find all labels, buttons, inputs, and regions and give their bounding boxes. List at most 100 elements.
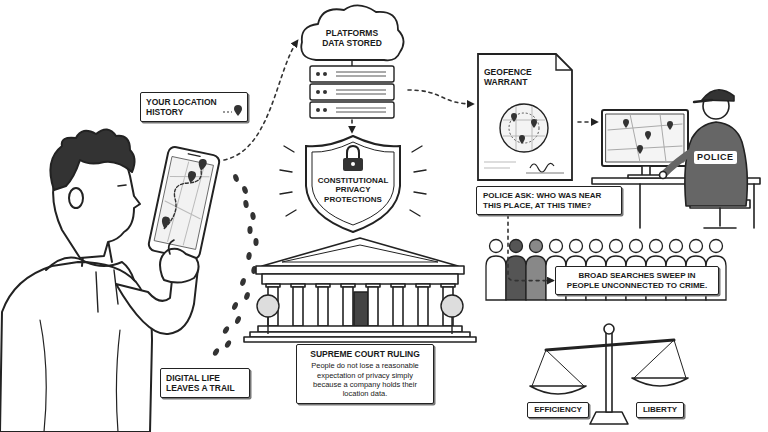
police-desk <box>667 121 673 130</box>
footprints <box>234 315 242 324</box>
cloud-text: PLATFORMS DATA STORED <box>316 28 388 48</box>
police-desk <box>637 145 643 154</box>
footprints <box>247 226 252 234</box>
trees <box>257 295 463 334</box>
shield-outline <box>306 136 400 232</box>
police-officer <box>685 122 747 206</box>
caption-box: DIGITAL LIFE LEAVES A TRAIL <box>160 368 250 398</box>
crowd <box>530 240 543 253</box>
scale-label-box: LIBERTY <box>636 402 684 418</box>
police-officer <box>664 150 694 174</box>
cloud-outline <box>296 2 408 120</box>
warrant-outline <box>530 163 554 172</box>
crowd <box>486 256 506 300</box>
connector-arrow <box>351 120 353 133</box>
person-figure <box>160 249 199 283</box>
crowd <box>650 240 663 253</box>
person-figure <box>69 188 83 208</box>
footprints <box>243 200 250 209</box>
text-area: PLATFORMS DATA STORED <box>316 20 388 56</box>
callout-box: YOUR LOCATION HISTORY <box>140 92 248 122</box>
shield-outline <box>343 158 363 171</box>
crowd <box>490 240 503 253</box>
court-building <box>244 238 476 342</box>
badge-text: POLICE <box>697 152 734 163</box>
person-figure <box>118 185 126 186</box>
scales <box>530 386 586 394</box>
question-text: POLICE ASK: WHO WAS NEAR THIS PLACE, AT … <box>483 191 615 210</box>
footprints <box>241 185 249 194</box>
shield-outline <box>347 146 359 158</box>
ruling-box: SUPREME COURT RULING People do not lose a… <box>296 344 434 404</box>
court-building <box>244 337 476 342</box>
text-area: CONSTITUTIONAL PRIVACY PROTECTIONS <box>312 174 394 206</box>
person-figure <box>155 157 214 250</box>
footprints <box>232 173 240 182</box>
ruling-heading: SUPREME COURT RULING <box>303 349 427 359</box>
scale-label: LIBERTY <box>643 405 677 415</box>
person-figure <box>148 146 221 260</box>
police-desk <box>628 175 664 178</box>
person-figure <box>50 129 134 190</box>
court-building <box>262 274 458 284</box>
person-figure <box>46 258 134 281</box>
connector-arrow <box>408 90 474 104</box>
scales <box>530 324 688 424</box>
court-building <box>256 266 464 274</box>
callout-text: YOUR LOCATION HISTORY <box>146 97 223 117</box>
police-officer <box>704 208 736 228</box>
warrant-document: GEOFENCE WARRANT <box>476 52 574 182</box>
crowd <box>610 240 623 253</box>
cloud-outline <box>301 5 403 60</box>
warrant-title: GEOFENCE WARRANT <box>484 67 554 87</box>
pin-icon <box>223 104 243 117</box>
warrant-outline <box>503 106 545 150</box>
ruling-body: People do not lose a reasonable expectat… <box>303 361 427 399</box>
police-officer <box>660 90 751 228</box>
pin-icon <box>234 105 242 116</box>
cloud-outline <box>316 108 320 112</box>
court-building <box>418 287 428 326</box>
person-figure <box>169 240 174 254</box>
court-building <box>318 287 328 326</box>
court-building <box>368 287 378 326</box>
warrant-outline <box>484 162 516 168</box>
police-desk <box>602 110 688 166</box>
scales <box>632 378 688 386</box>
cloud-outline <box>316 72 327 112</box>
cloud-outline <box>310 66 394 118</box>
note-box: BROAD SEARCHES SWEEP IN PEOPLE UNCONNECT… <box>555 266 719 295</box>
police-officer <box>694 100 712 102</box>
footprints <box>212 347 221 357</box>
court-building <box>258 326 462 332</box>
scale-label: EFFICIENCY <box>534 405 582 415</box>
warrant-outline <box>509 113 539 143</box>
warrant-outline <box>556 54 572 70</box>
cloud-outline <box>310 66 394 82</box>
court-building <box>393 287 403 326</box>
footprints <box>222 325 231 335</box>
cloud-outline <box>310 102 394 118</box>
person-figure <box>164 166 202 234</box>
note-text: BROAD SEARCHES SWEEP IN PEOPLE UNCONNECT… <box>562 271 712 290</box>
person-figure <box>197 158 207 171</box>
warrant-arrow <box>578 121 598 123</box>
footprints <box>224 339 233 349</box>
warrant-outline <box>526 173 564 174</box>
court-building <box>262 238 458 266</box>
footprints <box>250 212 257 221</box>
crowd <box>486 240 726 301</box>
person-figure <box>188 154 200 156</box>
court-building <box>343 287 353 326</box>
crowd <box>710 240 723 253</box>
crowd <box>570 240 583 253</box>
footprints <box>253 238 258 246</box>
cloud-outline <box>310 84 394 100</box>
police-officer <box>702 90 734 101</box>
person-figure <box>157 159 211 247</box>
crowd <box>550 240 563 253</box>
trees <box>257 295 279 317</box>
cloud-outline <box>316 72 320 76</box>
cloud-outline <box>323 108 327 112</box>
